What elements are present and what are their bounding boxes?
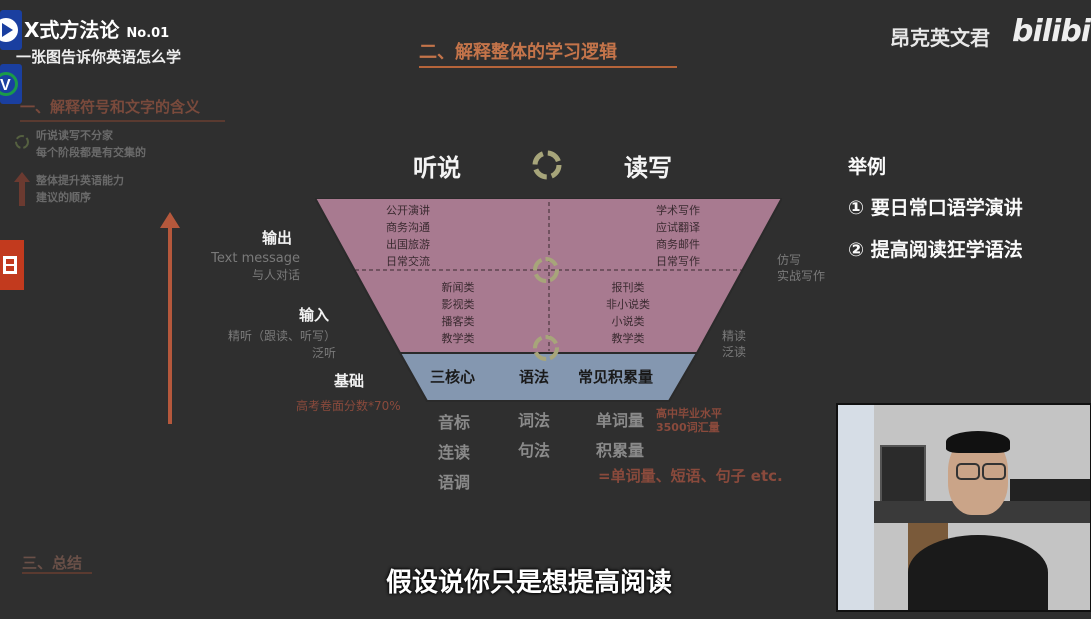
series-subtitle: 一张图告诉你英语怎么学	[16, 48, 182, 66]
section3-underline	[22, 572, 92, 574]
window-curtain	[838, 405, 874, 610]
grammar-list: 词法 句法	[518, 411, 551, 460]
output-read-write-list: 学术写作 应试翻译 商务邮件 日常写作	[656, 204, 700, 268]
top-cycle-icon	[530, 148, 564, 186]
vocab-level-note: 高中毕业水平 3500词汇量	[656, 407, 722, 434]
output-desc: Text message 与人对话	[211, 251, 300, 282]
legend-arrow-text: 整体提升英语能力 建议的顺序	[36, 174, 124, 204]
section1-underline	[20, 120, 225, 122]
input-listen-speak-list: 新闻类 影视类 播客类 教学类	[441, 281, 475, 345]
glasses-left	[956, 463, 980, 480]
section1-title: 一、解释符号和文字的含义	[20, 98, 201, 116]
base-grammar: 语法	[519, 368, 550, 386]
col-read-write-title: 读写	[624, 154, 672, 182]
bilibili-logo: bilibili	[1012, 14, 1091, 49]
input-desc: 精听（跟读、听写） 泛听	[227, 329, 336, 360]
phonetics-list: 音标 连读 语调	[438, 413, 471, 492]
base-three-cores: 三核心	[430, 368, 476, 386]
series-number: No.01	[126, 26, 170, 41]
base-common-accumulation: 常见积累量	[578, 368, 654, 386]
tv-app-icon[interactable]: V	[0, 64, 22, 104]
output-label: 输出	[262, 229, 293, 247]
video-subtitle: 假设说你只是想提高阅读	[386, 568, 673, 598]
examples-title: 举例	[848, 156, 887, 178]
progression-arrow	[160, 212, 180, 428]
section-title: 二、解释整体的学习逻辑	[419, 42, 617, 63]
channel-name: 昂克英文君	[890, 26, 990, 50]
webcam-view	[836, 403, 1091, 612]
example-item-2: ② 提高阅读狂学语法	[848, 239, 1023, 261]
vocab-list: 单词量 积累量	[596, 411, 645, 460]
base-label: 基础	[334, 372, 365, 390]
svg-text:V: V	[0, 77, 11, 94]
input-label: 输入	[299, 306, 330, 324]
film-app-icon[interactable]	[0, 240, 24, 290]
legend-cycle-text: 听说读写不分家 每个阶段都是有交集的	[36, 129, 146, 159]
accumulation-formula: =单词量、短语、句子 etc.	[598, 467, 783, 485]
input-right-note: 精读 泛读	[722, 329, 747, 359]
output-listen-speak-list: 公开演讲 商务沟通 出国旅游 日常交流	[386, 204, 430, 268]
section-title-underline	[419, 66, 677, 68]
lower-cycle-icon	[530, 332, 562, 368]
wall-frame	[880, 445, 926, 505]
example-item-1: ① 要日常口语学演讲	[848, 197, 1023, 219]
section3-title: 三、总结	[22, 554, 83, 572]
input-read-write-list: 报刊类 非小说类 小说类 教学类	[606, 281, 650, 345]
col-listen-speak-title: 听说	[413, 154, 461, 182]
cycle-icon	[14, 134, 30, 154]
video-app-icon[interactable]	[0, 10, 22, 50]
base-desc: 高考卷面分数*70%	[296, 399, 401, 413]
mid-cycle-icon	[530, 254, 562, 290]
series-title: X式方法论 No.01	[24, 18, 170, 42]
output-right-note: 仿写 实战写作	[777, 253, 826, 283]
up-arrow-icon	[14, 172, 30, 210]
learning-trapezoid	[315, 198, 782, 402]
glasses-right	[982, 463, 1006, 480]
person-body	[908, 535, 1048, 610]
person-hair	[946, 431, 1010, 453]
